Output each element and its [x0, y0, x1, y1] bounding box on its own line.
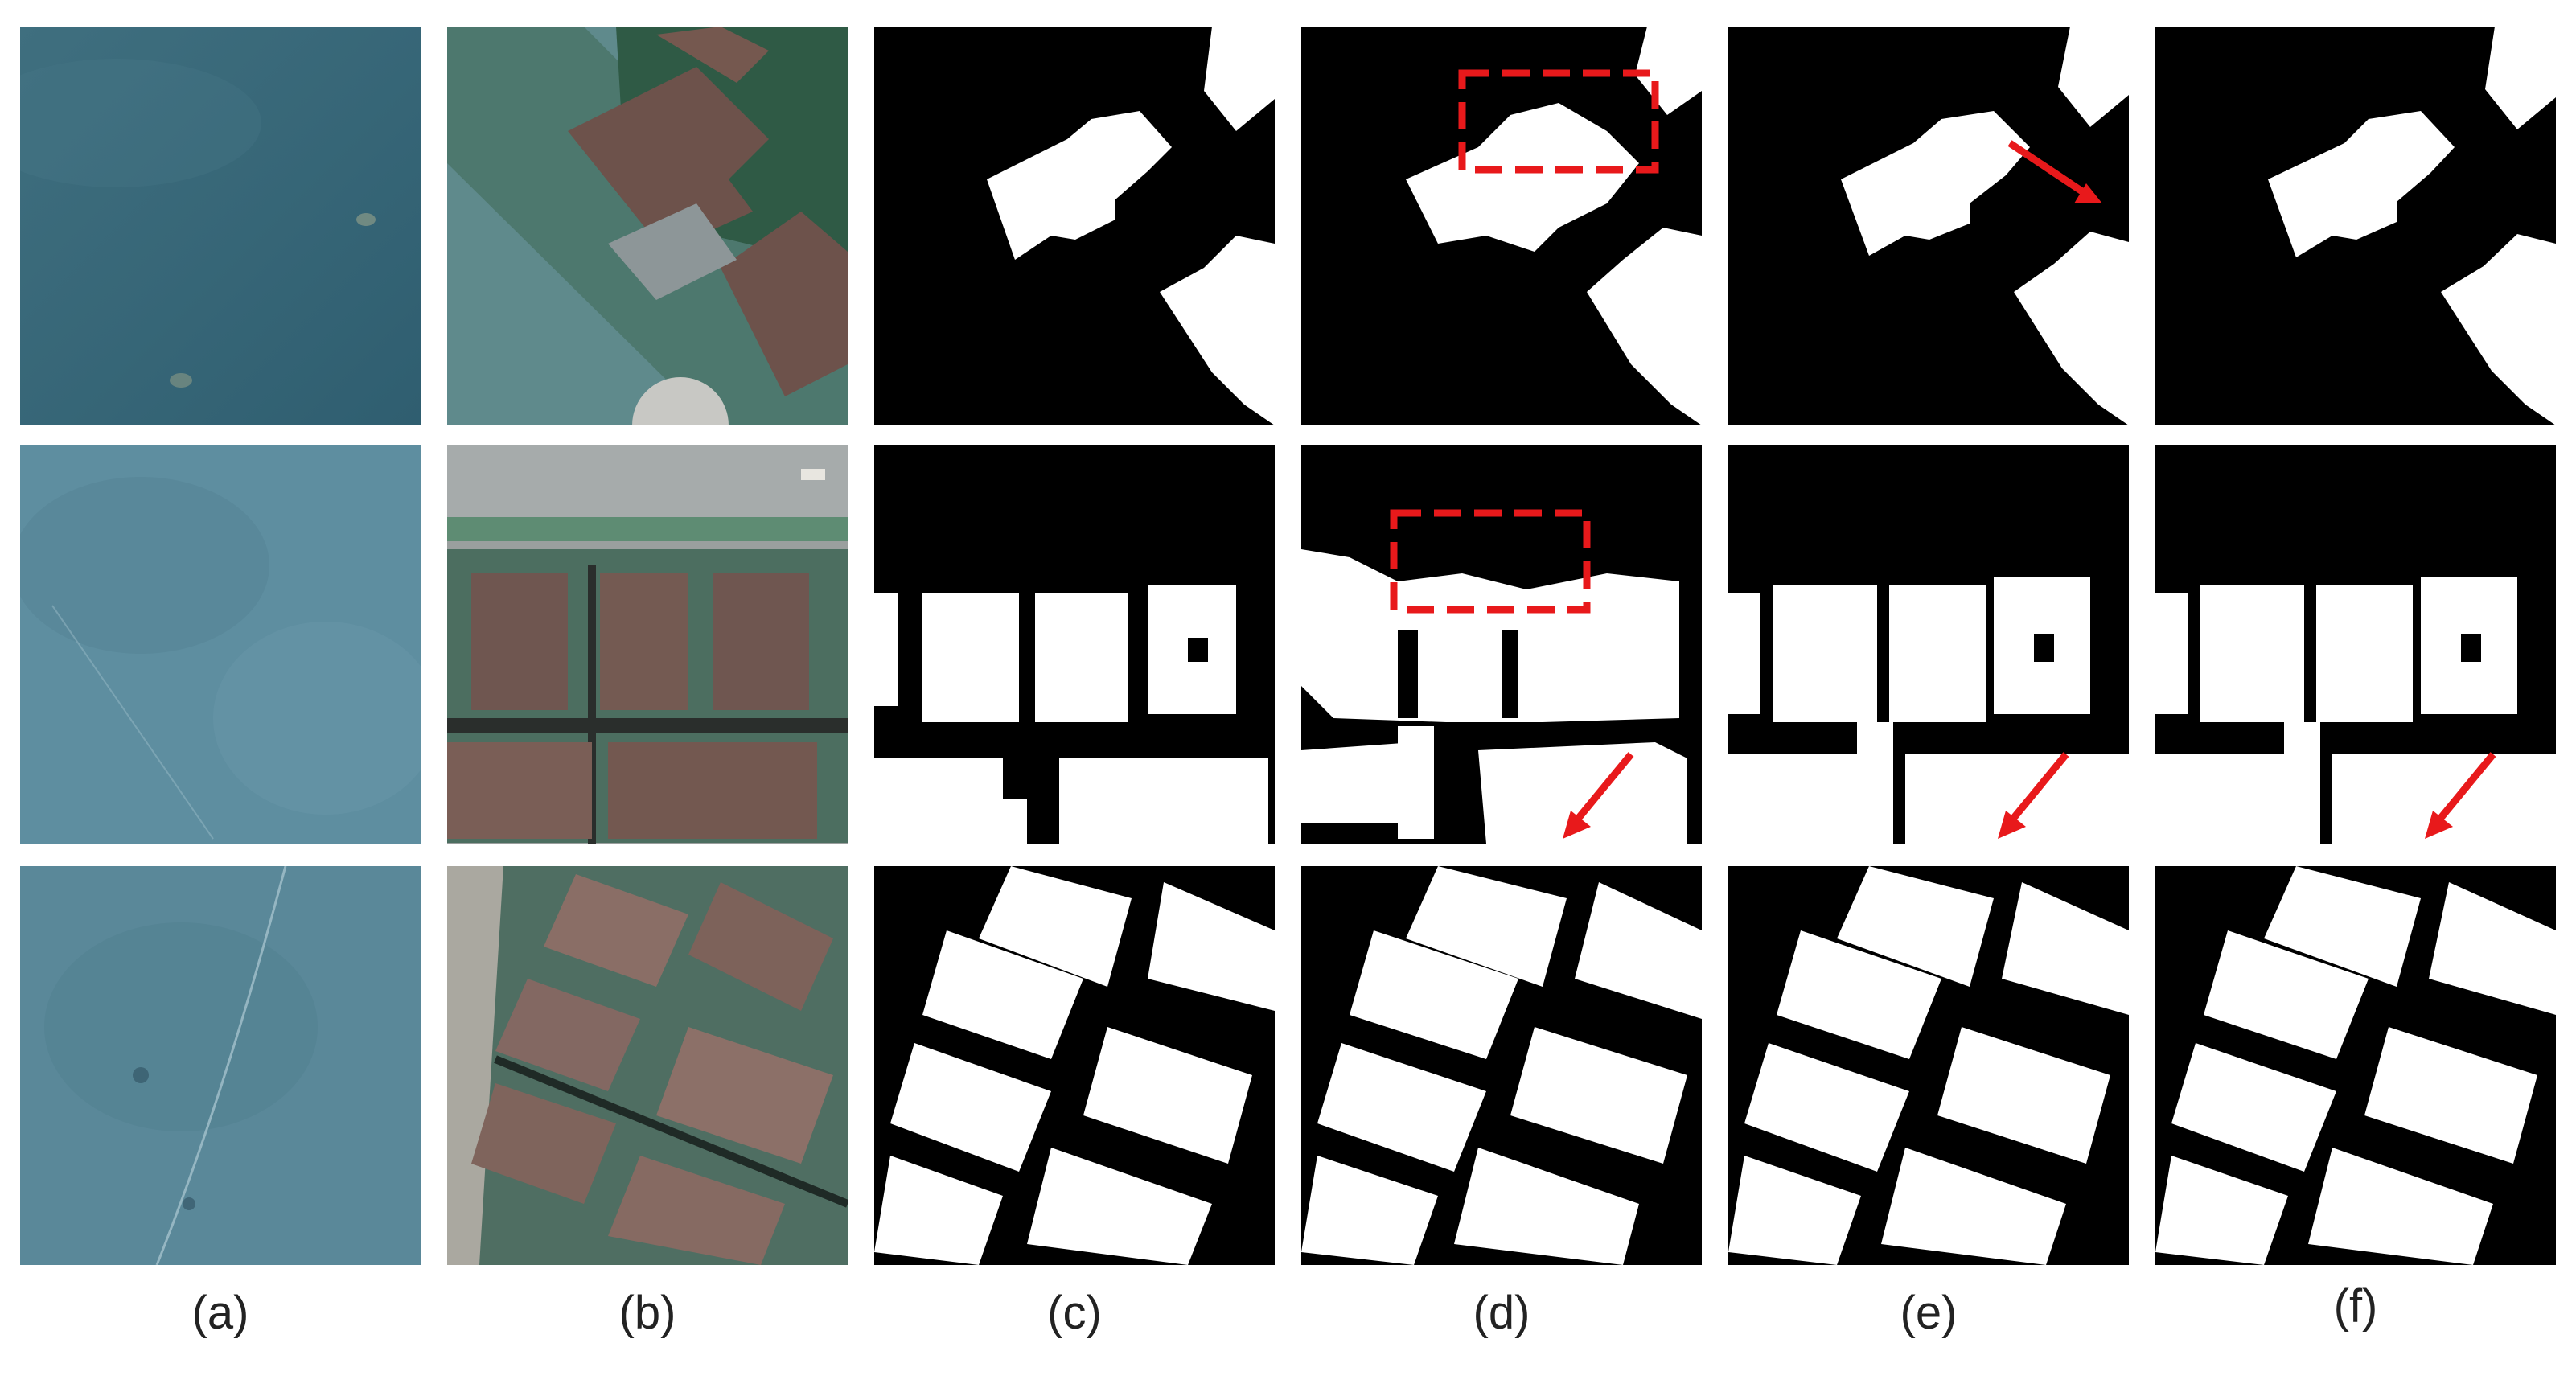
mask-c-row1 — [874, 27, 1275, 425]
dashed-box — [1390, 509, 1591, 614]
label-e: (e) — [1900, 1287, 1958, 1339]
label-b: (b) — [618, 1287, 676, 1339]
label-f: (f) — [2333, 1280, 2378, 1333]
label-d: (d) — [1473, 1287, 1530, 1339]
arrow — [1571, 752, 1634, 825]
mask-d-row2 — [1301, 445, 1702, 844]
image-b-row2 — [447, 445, 848, 844]
arrow — [2007, 140, 2085, 195]
mask-c-row2 — [874, 445, 1275, 844]
image-a-row1 — [20, 27, 421, 425]
mask-e-row3 — [1728, 866, 2129, 1265]
label-a: (a) — [191, 1287, 249, 1339]
image-b-row3 — [447, 866, 848, 1265]
mask-d-row1 — [1301, 27, 1702, 425]
dashed-box — [1458, 69, 1659, 174]
image-a-row2 — [20, 445, 421, 844]
arrow — [2434, 752, 2496, 825]
mask-c-row3 — [874, 866, 1275, 1265]
mask-d-row3 — [1301, 866, 1702, 1265]
mask-e-row2 — [1728, 445, 2129, 844]
arrow — [2007, 752, 2069, 825]
image-b-row1 — [447, 27, 848, 425]
label-c: (c) — [1047, 1287, 1102, 1339]
mask-f-row2 — [2155, 445, 2556, 844]
mask-f-row1 — [2155, 27, 2556, 425]
image-a-row3 — [20, 866, 421, 1265]
mask-e-row1 — [1728, 27, 2129, 425]
mask-f-row3 — [2155, 866, 2556, 1265]
